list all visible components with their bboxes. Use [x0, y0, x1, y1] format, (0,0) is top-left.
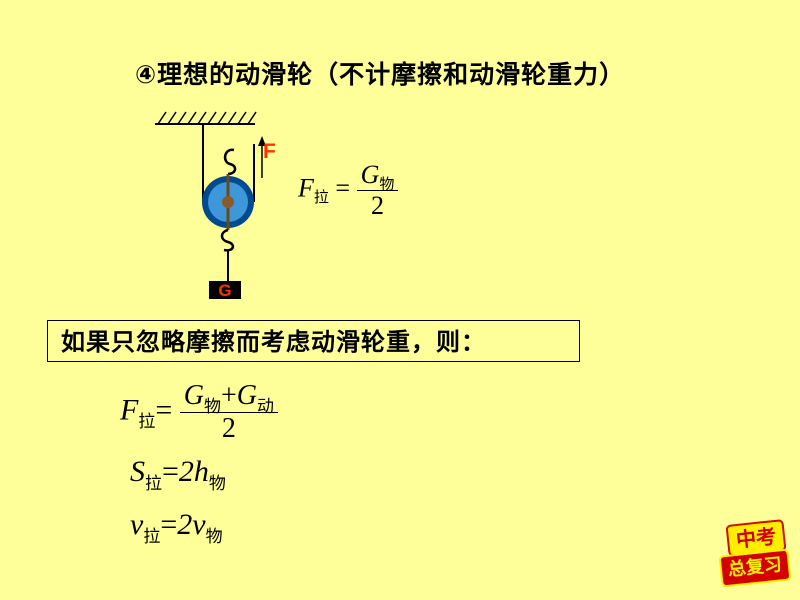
equals-sign: =: [335, 173, 351, 203]
fraction: G物+G动 2: [179, 380, 279, 445]
slide-title: ④理想的动滑轮（不计摩擦和动滑轮重力）: [135, 60, 626, 89]
velocity-formula: v拉=2v物: [130, 508, 223, 547]
ideal-force-formula: F拉 = G物 2: [298, 160, 399, 221]
note-box: 如果只忽略摩擦而考虑动滑轮重，则：: [47, 320, 580, 362]
fraction: G物 2: [356, 160, 399, 221]
distance-formula: S拉=2h物: [130, 455, 226, 494]
formula-var: F: [298, 173, 314, 203]
movable-pulley-diagram: [155, 111, 266, 282]
lower-hook: [220, 228, 235, 252]
exam-review-badge: 中考 总复习: [718, 519, 792, 588]
formula-subscript: 拉: [313, 188, 329, 207]
pulley-axle: [222, 196, 234, 208]
force-label: F: [263, 140, 276, 163]
weight-block: G: [209, 281, 241, 300]
upper-hook: [223, 148, 237, 176]
force-with-pulley-weight-formula: F拉= G物+G动 2: [120, 380, 279, 445]
ceiling-hatching: [157, 111, 257, 125]
badge-line2: 总复习: [718, 548, 792, 588]
